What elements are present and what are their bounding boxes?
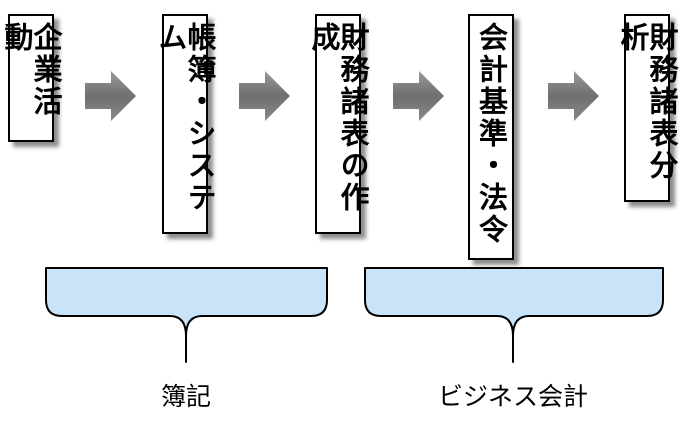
flow-arrow-4-icon <box>548 71 599 121</box>
flow-arrow-1-icon <box>85 71 136 121</box>
step-label-2: 帳簿・システム <box>154 22 217 214</box>
bookkeeping-brace <box>45 267 328 363</box>
step-label-4: 会計基準・法令 <box>474 22 509 246</box>
step-label-1: 企業活動 <box>0 22 63 118</box>
step-box-5: 財務諸表分析 <box>616 14 679 202</box>
flow-arrow-3-icon <box>393 71 444 121</box>
bookkeeping-label: 簿記 <box>161 382 212 411</box>
step-box-3: 財務諸表の作成 <box>307 14 370 234</box>
flow-arrow-2-icon <box>239 71 290 121</box>
business-accounting-label: ビジネス会計 <box>438 382 589 411</box>
step-label-3: 財務諸表の作成 <box>307 22 370 214</box>
step-box-2: 帳簿・システム <box>154 14 217 234</box>
business-accounting-brace <box>364 267 664 363</box>
step-box-1: 企業活動 <box>0 14 63 142</box>
step-label-5: 財務諸表分析 <box>616 22 679 182</box>
step-box-4: 会計基準・法令 <box>468 14 514 260</box>
